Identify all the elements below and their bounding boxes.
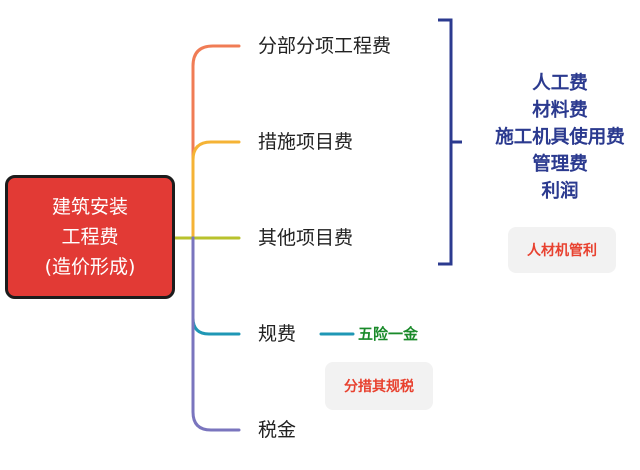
- branch-fenbu-fenxiang: 分部分项工程费: [258, 35, 392, 57]
- connector-branch-5: [191, 236, 241, 432]
- component-item: 施工机具使用费: [495, 127, 625, 148]
- branch-guifei: 规费: [258, 323, 297, 345]
- tag-mnemonic-branches: 分措其规税: [325, 362, 433, 410]
- branch-qita: 其他项目费: [258, 227, 354, 249]
- components-bracket: [438, 18, 462, 266]
- connector-branch-1: [191, 44, 241, 240]
- tag-text: 分措其规税: [344, 379, 414, 395]
- root-node: 建筑安装 工程费 (造价形成): [5, 175, 175, 299]
- branch-cuoshi: 措施项目费: [258, 131, 354, 153]
- connector-branch-4: [191, 236, 241, 336]
- tag-mnemonic-components: 人材机管利: [508, 227, 616, 273]
- guifei-note: 五险一金: [358, 325, 419, 343]
- root-line: (造价形成): [44, 256, 136, 278]
- component-item: 利润: [541, 181, 579, 202]
- root-line: 建筑安装: [51, 196, 128, 218]
- root-line: 工程费: [61, 226, 119, 248]
- connector-branch-2: [191, 140, 241, 240]
- component-item: 管理费: [532, 154, 588, 175]
- component-item: 材料费: [532, 100, 588, 121]
- component-item: 人工费: [532, 73, 588, 94]
- tag-text: 人材机管利: [527, 243, 597, 259]
- cost-components-list: 人工费 材料费 施工机具使用费 管理费 利润: [480, 70, 640, 205]
- branch-shuijin: 税金: [258, 419, 297, 441]
